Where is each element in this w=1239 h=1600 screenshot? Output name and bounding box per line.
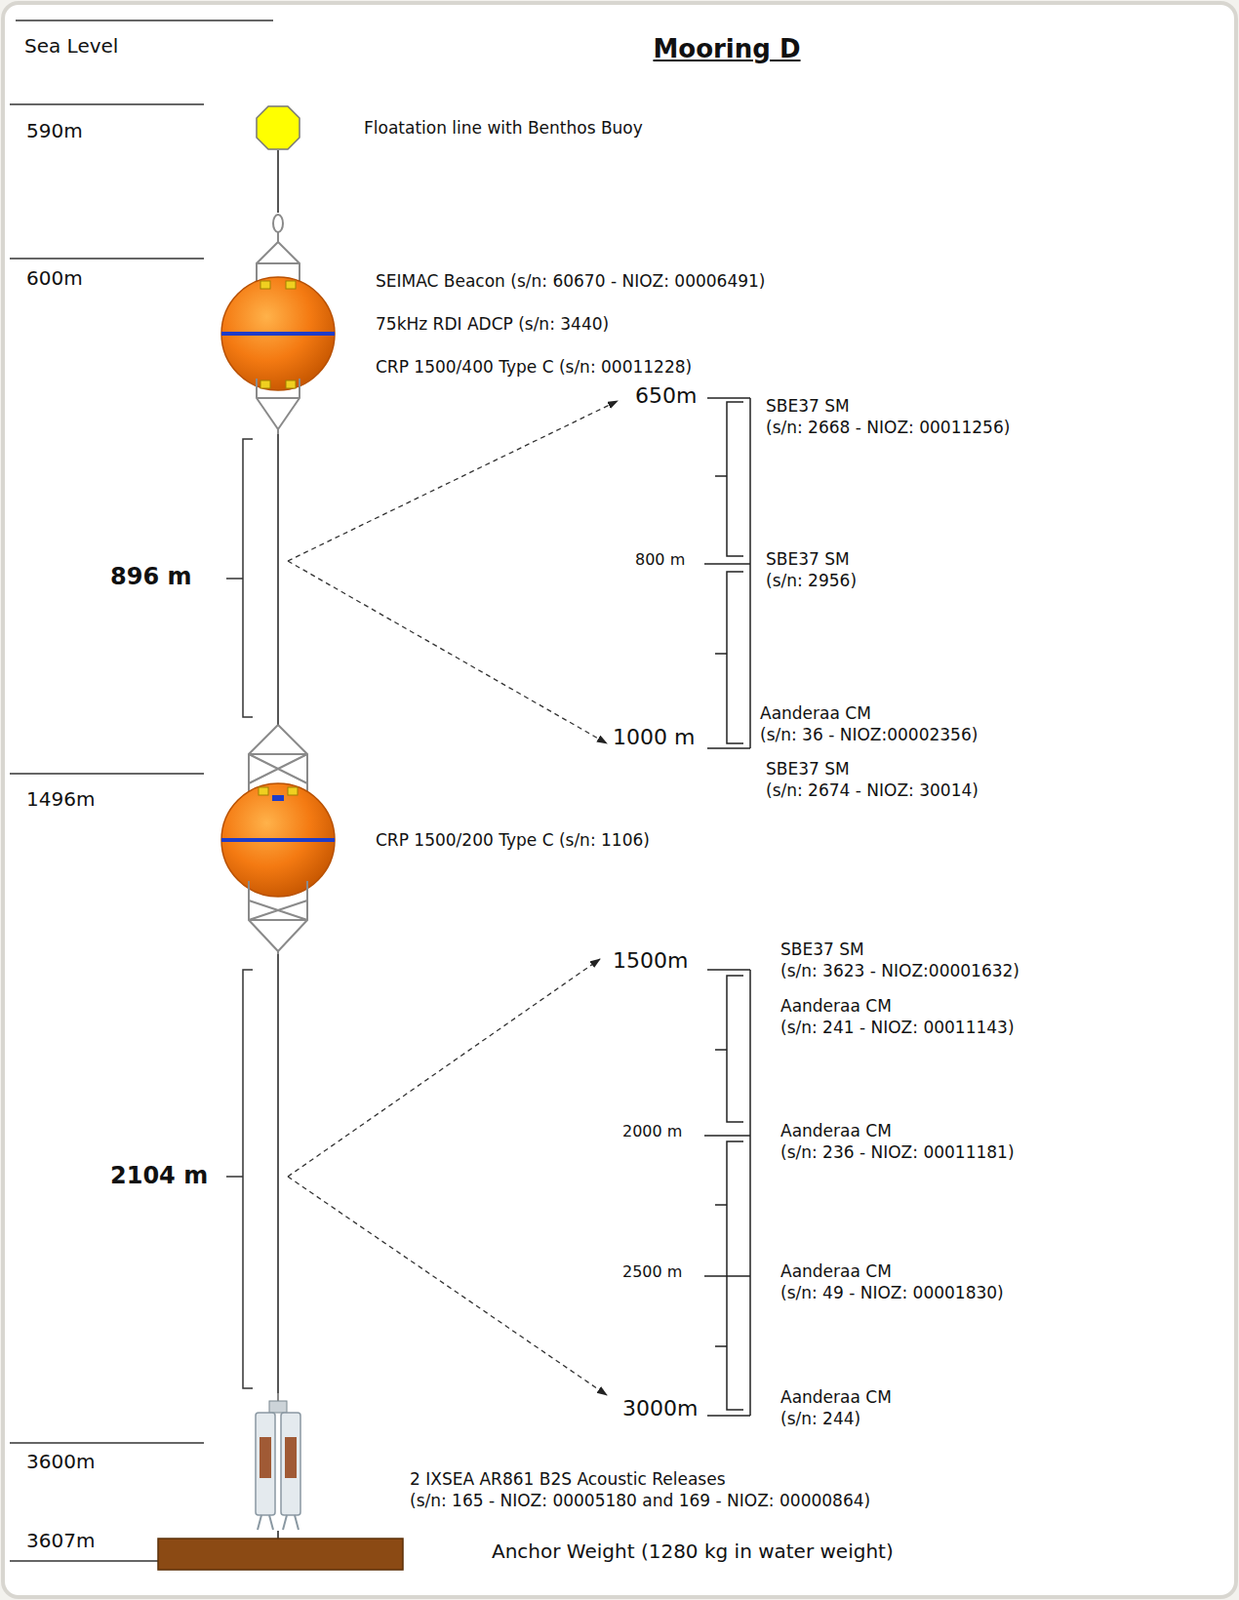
text-line: 800 m	[635, 550, 685, 571]
text-line: CRP 1500/200 Type C (s/n: 1106)	[375, 829, 650, 851]
text-line: (s/n: 165 - NIOZ: 00005180 and 169 - NIO…	[409, 1489, 871, 1512]
sensor-label: SBE37 SM (s/n: 2668 - NIOZ: 00011256)	[765, 395, 1010, 439]
text-line: SBE37 SM	[780, 938, 1020, 960]
text-line: 1500m	[612, 947, 688, 976]
depth-label: 600m	[26, 265, 83, 291]
text-line: (s/n: 2674 - NIOZ: 30014)	[765, 779, 979, 801]
depth-label: 590m	[26, 118, 83, 144]
text-line: (s/n: 2956)	[765, 569, 857, 592]
instrument-scale	[704, 398, 751, 1416]
text-line: (s/n: 3623 - NIOZ:00001632)	[780, 959, 1020, 982]
text-line: 1496m	[26, 786, 95, 812]
text-line: 600m	[26, 265, 83, 291]
text-line: SBE37 SM	[765, 548, 857, 570]
text-line: 650m	[635, 382, 697, 411]
text-line: 2000 m	[622, 1121, 682, 1143]
text-line: (s/n: 244)	[780, 1407, 892, 1430]
text-line: (s/n: 36 - NIOZ:00002356)	[759, 723, 978, 746]
text-line: (s/n: 236 - NIOZ: 00011181)	[780, 1141, 1015, 1163]
depth-label: 2104 m	[110, 1160, 208, 1192]
instrument-label: CRP 1500/200 Type C (s/n: 1106)	[375, 829, 650, 851]
mooring-line	[277, 954, 280, 1394]
crp-float-lower-shape	[219, 724, 337, 955]
crp-float-lower: CRP 1500/200 Type C (s/n: 1106)	[219, 724, 337, 955]
text-line: 2 IXSEA AR861 B2S Acoustic Releases	[409, 1468, 871, 1490]
anchor-weight-shape	[158, 1538, 403, 1570]
depth-label: 3607m	[26, 1527, 95, 1554]
sensor-label: Aanderaa CM (s/n: 241 - NIOZ: 00011143)	[780, 995, 1015, 1039]
text-line: Aanderaa CM	[780, 1260, 1004, 1282]
benthos-buoy-shape	[255, 105, 301, 151]
depth-label: 2500 m	[622, 1262, 682, 1283]
text-line: Anchor Weight (1280 kg in water weight)	[491, 1538, 894, 1564]
depth-label: 3600m	[26, 1448, 95, 1475]
text-line: (s/n: 49 - NIOZ: 00001830)	[780, 1281, 1004, 1304]
sensor-label: SBE37 SM (s/n: 2956)	[765, 548, 857, 592]
depth-label: 1496m	[26, 786, 95, 812]
benthos-buoy: Floatation line with Benthos Buoy	[255, 105, 301, 151]
text-line: Aanderaa CM	[780, 1119, 1015, 1142]
sensor-label: Aanderaa CM (s/n: 36 - NIOZ:00002356)	[759, 702, 978, 746]
depth-label: 800 m	[635, 550, 685, 571]
text-line: Sea Level	[24, 33, 119, 59]
instrument-label: Anchor Weight (1280 kg in water weight)	[491, 1538, 894, 1564]
text-line: 590m	[26, 118, 83, 144]
mooring-line	[277, 1530, 280, 1539]
text-line: 75kHz RDI ADCP (s/n: 3440)	[375, 313, 609, 335]
instrument-label: 2 IXSEA AR861 B2S Acoustic Releases (s/n…	[409, 1468, 871, 1512]
text-line: 3600m	[26, 1448, 95, 1475]
text-line: 896 m	[110, 561, 192, 593]
depth-label: 2000 m	[622, 1121, 682, 1143]
text-line: 2104 m	[110, 1160, 208, 1192]
mooring-line	[277, 434, 280, 725]
depth-label: 1000 m	[612, 723, 695, 753]
text-line: SBE37 SM	[765, 395, 1010, 417]
sensor-label: Aanderaa CM (s/n: 49 - NIOZ: 00001830)	[780, 1260, 1004, 1304]
depth-label: 896 m	[110, 561, 192, 593]
instrument-label: 75kHz RDI ADCP (s/n: 3440)	[375, 313, 609, 335]
acoustic-releases-shape	[251, 1393, 305, 1531]
acoustic-releases: 2 IXSEA AR861 B2S Acoustic Releases (s/n…	[251, 1393, 305, 1531]
text-line: (s/n: 241 - NIOZ: 00011143)	[780, 1016, 1015, 1039]
depth-label: Sea Level	[24, 33, 119, 59]
crp-float-upper-shape	[219, 212, 337, 435]
sensor-label: Aanderaa CM (s/n: 236 - NIOZ: 00011181)	[780, 1119, 1015, 1163]
depth-label: 650m	[635, 382, 697, 411]
text-line: 3607m	[26, 1527, 95, 1554]
anchor-weight: Anchor Weight (1280 kg in water weight)	[158, 1538, 403, 1570]
text-line: Aanderaa CM	[759, 702, 978, 724]
text-line: (s/n: 2668 - NIOZ: 00011256)	[765, 416, 1010, 439]
text-line: Aanderaa CM	[780, 995, 1015, 1017]
text-line: SBE37 SM	[765, 758, 979, 780]
depth-label: 1500m	[612, 947, 688, 976]
text-line: CRP 1500/400 Type C (s/n: 00011228)	[375, 356, 692, 378]
diagram-title: Mooring D	[652, 33, 800, 67]
instrument-label: CRP 1500/400 Type C (s/n: 00011228)	[375, 356, 692, 378]
sensor-label: Aanderaa CM (s/n: 244)	[780, 1386, 892, 1430]
text-line: Aanderaa CM	[780, 1386, 892, 1408]
instrument-label: SEIMAC Beacon (s/n: 60670 - NIOZ: 000064…	[375, 270, 765, 292]
instrument-label: Floatation line with Benthos Buoy	[363, 117, 643, 139]
text-line: SEIMAC Beacon (s/n: 60670 - NIOZ: 000064…	[375, 270, 765, 292]
text-line: 3000m	[622, 1395, 698, 1424]
crp-float-upper: SEIMAC Beacon (s/n: 60670 - NIOZ: 000064…	[219, 212, 337, 435]
sensor-label: SBE37 SM (s/n: 2674 - NIOZ: 30014)	[765, 758, 979, 801]
text-line: Floatation line with Benthos Buoy	[363, 117, 643, 139]
depth-lines	[9, 20, 274, 1561]
sensor-label: SBE37 SM (s/n: 3623 - NIOZ:00001632)	[780, 938, 1020, 982]
text-line: 1000 m	[612, 723, 695, 753]
depth-label: 3000m	[622, 1395, 698, 1424]
text-line: 2500 m	[622, 1262, 682, 1283]
mooring-line	[277, 150, 280, 213]
zoom-arrows	[287, 400, 618, 1396]
